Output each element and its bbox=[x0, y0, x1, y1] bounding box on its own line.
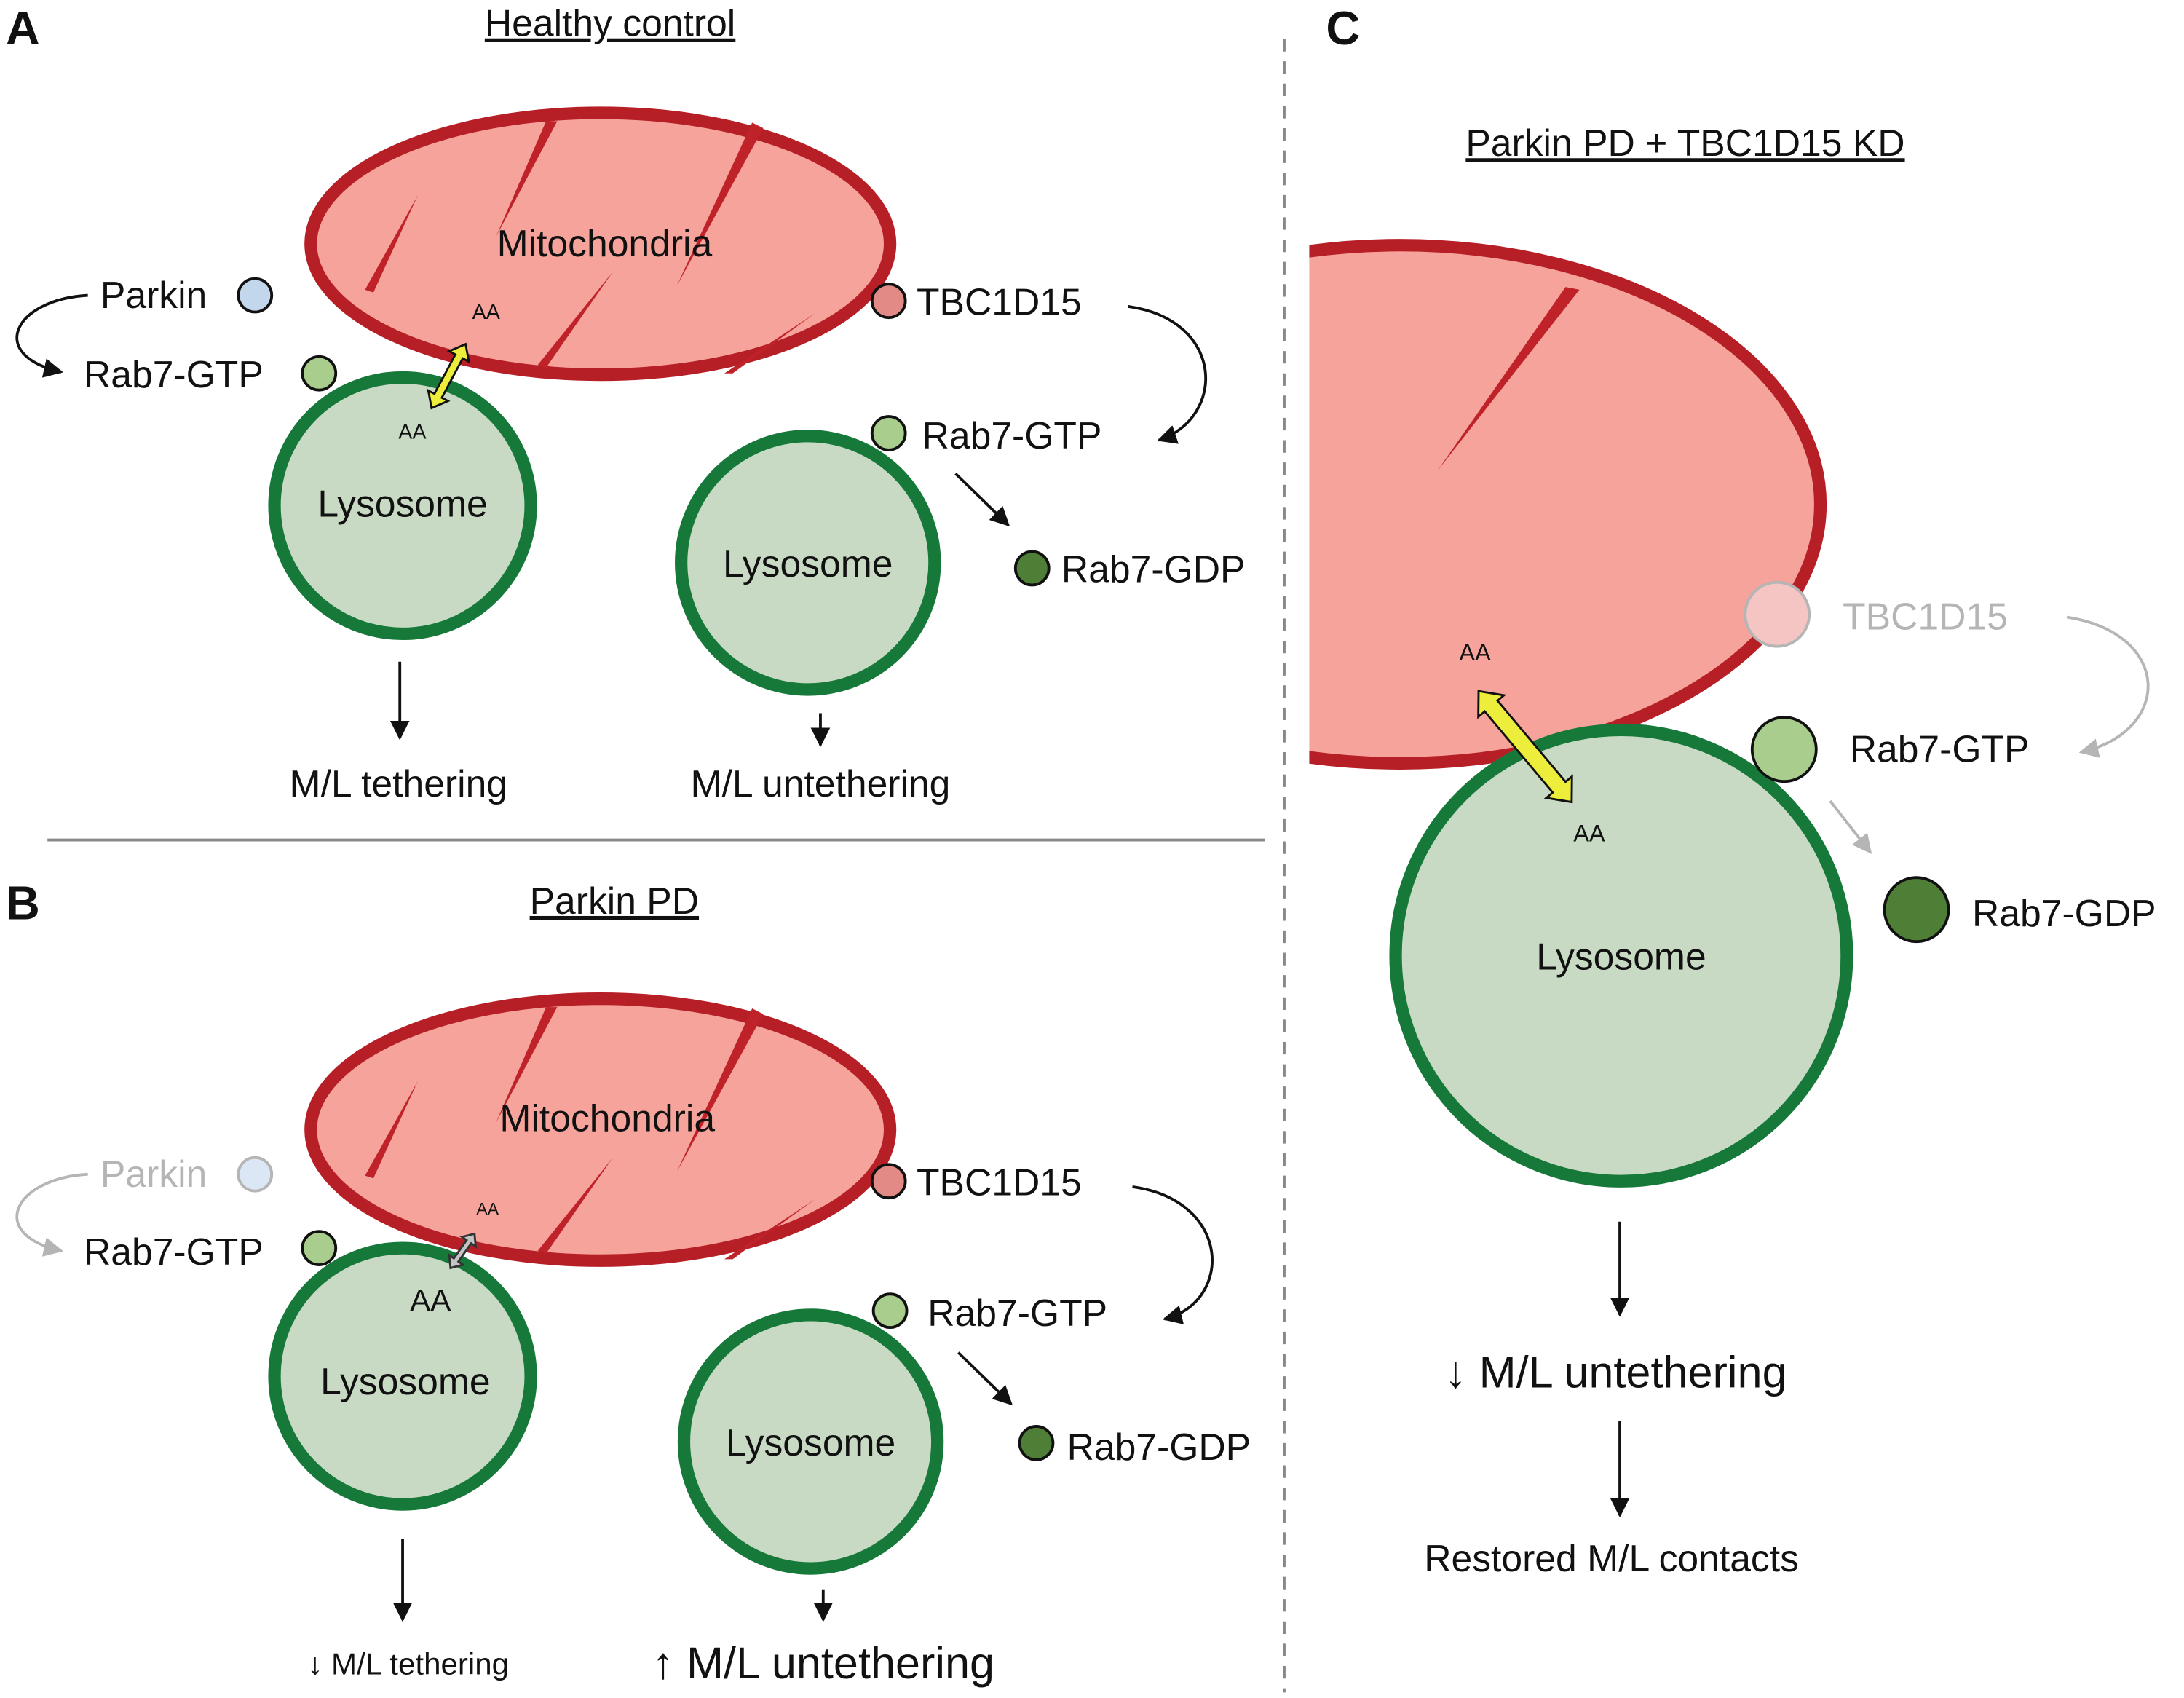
mitochondria-label: Mitochondria bbox=[497, 222, 713, 264]
tbc1d15-arrow-icon bbox=[2066, 615, 2150, 758]
rab7-gtp-right-label: Rab7-GTP bbox=[922, 414, 1102, 457]
aa-lyso-label: AA bbox=[398, 421, 427, 444]
lysosome: Lysosome bbox=[1389, 723, 1853, 1188]
mitochondria: Mitochondria bbox=[304, 106, 897, 382]
outcome-right: M/L untethering bbox=[690, 762, 950, 805]
outcome-2: Restored M/L contacts bbox=[1424, 1537, 1799, 1579]
parkin-label: Parkin bbox=[100, 1153, 207, 1195]
rab7-gtp-icon bbox=[1750, 716, 1818, 783]
rab7-gdp-icon bbox=[1018, 1425, 1055, 1461]
aa-transfer-arrow-icon bbox=[448, 1232, 478, 1270]
panel-a: A Healthy control Mitochondria AA Lysoso… bbox=[6, 1, 1246, 805]
rab7-gtp-icon bbox=[301, 355, 338, 392]
outcome-right: ↑ M/L untethering bbox=[652, 1638, 994, 1688]
panel-b: B Parkin PD Mitochondria AA Lysosome AA … bbox=[6, 877, 1251, 1689]
tbc1d15-icon bbox=[870, 1163, 907, 1200]
lysosome-left: Lysosome bbox=[268, 371, 537, 641]
rab7-gtp-right-label: Rab7-GTP bbox=[927, 1292, 1107, 1334]
rab7-gtp-icon bbox=[870, 415, 907, 451]
panel-c-title: Parkin PD + TBC1D15 KD bbox=[1465, 122, 1904, 164]
rab7-gtp-label: Rab7-GTP bbox=[1850, 727, 2030, 770]
tbc1d15-arrow-icon bbox=[1132, 1185, 1214, 1324]
aa-lyso-label: AA bbox=[1573, 820, 1605, 846]
panel-a-title: Healthy control bbox=[485, 2, 735, 44]
lysosome-left-label: Lysosome bbox=[320, 1360, 490, 1402]
panel-letter-a: A bbox=[6, 1, 40, 55]
tbc1d15-icon bbox=[1744, 580, 1811, 648]
panel-b-title: Parkin PD bbox=[530, 880, 699, 922]
outcome-1: ↓ M/L untethering bbox=[1444, 1347, 1787, 1397]
rab7-gdp-label: Rab7-GDP bbox=[1061, 548, 1246, 591]
outcome-left: M/L tethering bbox=[290, 762, 507, 805]
lysosome-right-label: Lysosome bbox=[723, 542, 893, 585]
parkin-label: Parkin bbox=[100, 274, 207, 316]
rab7-gdp-icon bbox=[1013, 550, 1051, 587]
gtp-to-gdp-arrow-icon bbox=[1829, 799, 1872, 854]
panel-c: C Parkin PD + TBC1D15 KD AA Lysosome AA … bbox=[1309, 1, 2156, 1579]
mitochondria bbox=[1309, 239, 1827, 770]
lysosome-right: Lysosome bbox=[675, 430, 941, 696]
rab7-gdp-label: Rab7-GDP bbox=[1067, 1426, 1251, 1468]
outcome-left: ↓ M/L tethering bbox=[307, 1646, 509, 1681]
parkin-icon bbox=[237, 1156, 274, 1193]
tbc1d15-label: TBC1D15 bbox=[1843, 596, 2008, 638]
aa-transfer-arrow-icon bbox=[1477, 690, 1573, 804]
gtp-to-gdp-arrow-icon bbox=[957, 1351, 1013, 1406]
aa-mito-label: AA bbox=[476, 1199, 499, 1218]
rab7-gdp-icon bbox=[1883, 876, 1950, 944]
aa-transfer-arrow-icon bbox=[427, 342, 471, 410]
mitochondria-label: Mitochondria bbox=[499, 1097, 715, 1139]
rab7-gdp-label: Rab7-GDP bbox=[1972, 892, 2156, 934]
lysosome-label: Lysosome bbox=[1536, 935, 1706, 977]
tbc1d15-icon bbox=[870, 283, 907, 320]
panel-letter-b: B bbox=[6, 877, 40, 930]
aa-mito-label: AA bbox=[472, 301, 501, 324]
tbc1d15-label: TBC1D15 bbox=[917, 280, 1082, 323]
tbc1d15-arrow-icon bbox=[1128, 304, 1208, 444]
rab7-gtp-icon bbox=[871, 1292, 909, 1330]
parkin-arrow-icon bbox=[15, 293, 88, 378]
lysosome-left-label: Lysosome bbox=[317, 483, 487, 525]
parkin-arrow-icon bbox=[15, 1172, 88, 1257]
rab7-gtp-icon bbox=[301, 1230, 338, 1266]
aa-lyso-label: AA bbox=[410, 1283, 451, 1317]
parkin-icon bbox=[237, 277, 274, 314]
tbc1d15-label: TBC1D15 bbox=[917, 1161, 1082, 1203]
mitochondria: Mitochondria bbox=[304, 992, 897, 1267]
gtp-to-gdp-arrow-icon bbox=[954, 473, 1010, 527]
lysosome-right: Lysosome bbox=[677, 1308, 944, 1575]
lysosome-right-label: Lysosome bbox=[726, 1421, 895, 1464]
aa-mito-label: AA bbox=[1459, 639, 1491, 666]
lysosome-left: Lysosome bbox=[268, 1241, 537, 1511]
panel-letter-c: C bbox=[1326, 1, 1360, 55]
rab7-gtp-left-label: Rab7-GTP bbox=[84, 1231, 264, 1273]
rab7-gtp-left-label: Rab7-GTP bbox=[84, 353, 264, 395]
